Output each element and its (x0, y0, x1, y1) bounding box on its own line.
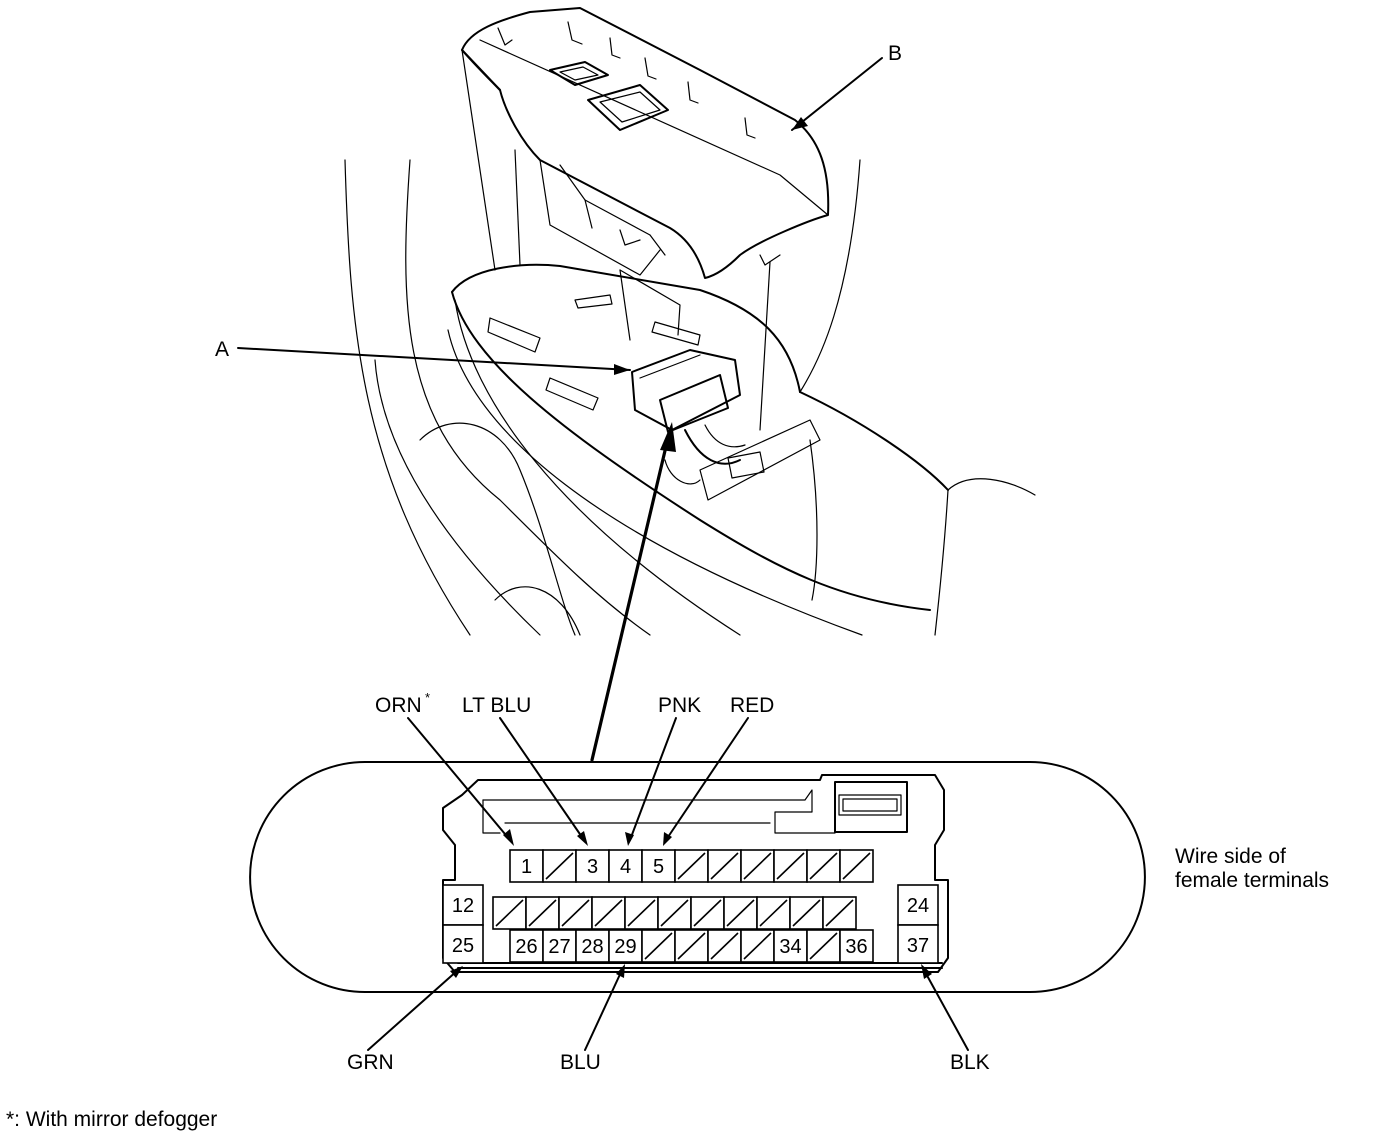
pin-4 (608, 849, 643, 883)
lock-tab-window (838, 794, 902, 816)
connector-link-arrowhead (660, 422, 676, 452)
wire-label-blk: BLK (950, 1051, 990, 1074)
pin-26-label: 26 (515, 936, 537, 958)
pin-28-label: 28 (581, 936, 603, 958)
pin-3 (575, 849, 610, 883)
footnote: *: With mirror defogger (6, 1108, 217, 1131)
wire-label-grn: GRN (347, 1051, 394, 1074)
view-note-line1: Wire side of (1175, 845, 1286, 868)
view-note-line2: female terminals (1175, 869, 1329, 892)
callout-b-label: B (888, 42, 902, 65)
callout-a-label: A (215, 338, 229, 361)
pin-24-label: 24 (907, 895, 929, 917)
pin-5-label: 5 (653, 856, 664, 878)
wire-label-red: RED (730, 694, 774, 717)
callout-b-leader (791, 57, 883, 131)
pin-25-label: 25 (452, 935, 474, 957)
pin-36-label: 36 (845, 936, 867, 958)
pin-37-label: 37 (907, 935, 929, 957)
wire-label-pnk: PNK (658, 694, 701, 717)
pin-27 (542, 929, 577, 963)
pin-24 (897, 884, 939, 926)
view-frame (249, 761, 1146, 993)
pin-37 (897, 924, 939, 964)
pin-1 (509, 849, 544, 883)
power-window-switch-illustration (461, 7, 830, 279)
pin-1-label: 1 (521, 856, 532, 878)
wire-label-orn-footnote-mark: * (425, 690, 430, 705)
pin-12-label: 12 (452, 895, 474, 917)
pin-34 (773, 929, 808, 963)
wire-leaders (367, 717, 969, 1051)
connector-face-view: 1 3 4 5 12 25 24 37 (249, 761, 1146, 993)
pin-25 (442, 924, 484, 964)
wire-label-orn: ORN (375, 694, 422, 717)
pin-26 (509, 929, 544, 963)
door-panel-illustration (344, 49, 1036, 636)
wire-label-blu: BLU (560, 1051, 601, 1074)
wire-label-lt-blu: LT BLU (462, 694, 531, 717)
callout-a-arrowhead (614, 364, 630, 375)
pin-3-label: 3 (587, 856, 598, 878)
connector-link-arrow (590, 436, 670, 762)
connector-housing (442, 774, 949, 973)
pin-4-label: 4 (620, 856, 631, 878)
pin-27-label: 27 (548, 936, 570, 958)
pin-5 (641, 849, 676, 883)
pin-36 (839, 929, 874, 963)
callout-a-leader (237, 347, 631, 371)
pin-29-label: 29 (614, 936, 636, 958)
pin-34-label: 34 (779, 936, 801, 958)
lock-tab (834, 781, 908, 833)
callout-b-arrowhead (792, 117, 808, 130)
